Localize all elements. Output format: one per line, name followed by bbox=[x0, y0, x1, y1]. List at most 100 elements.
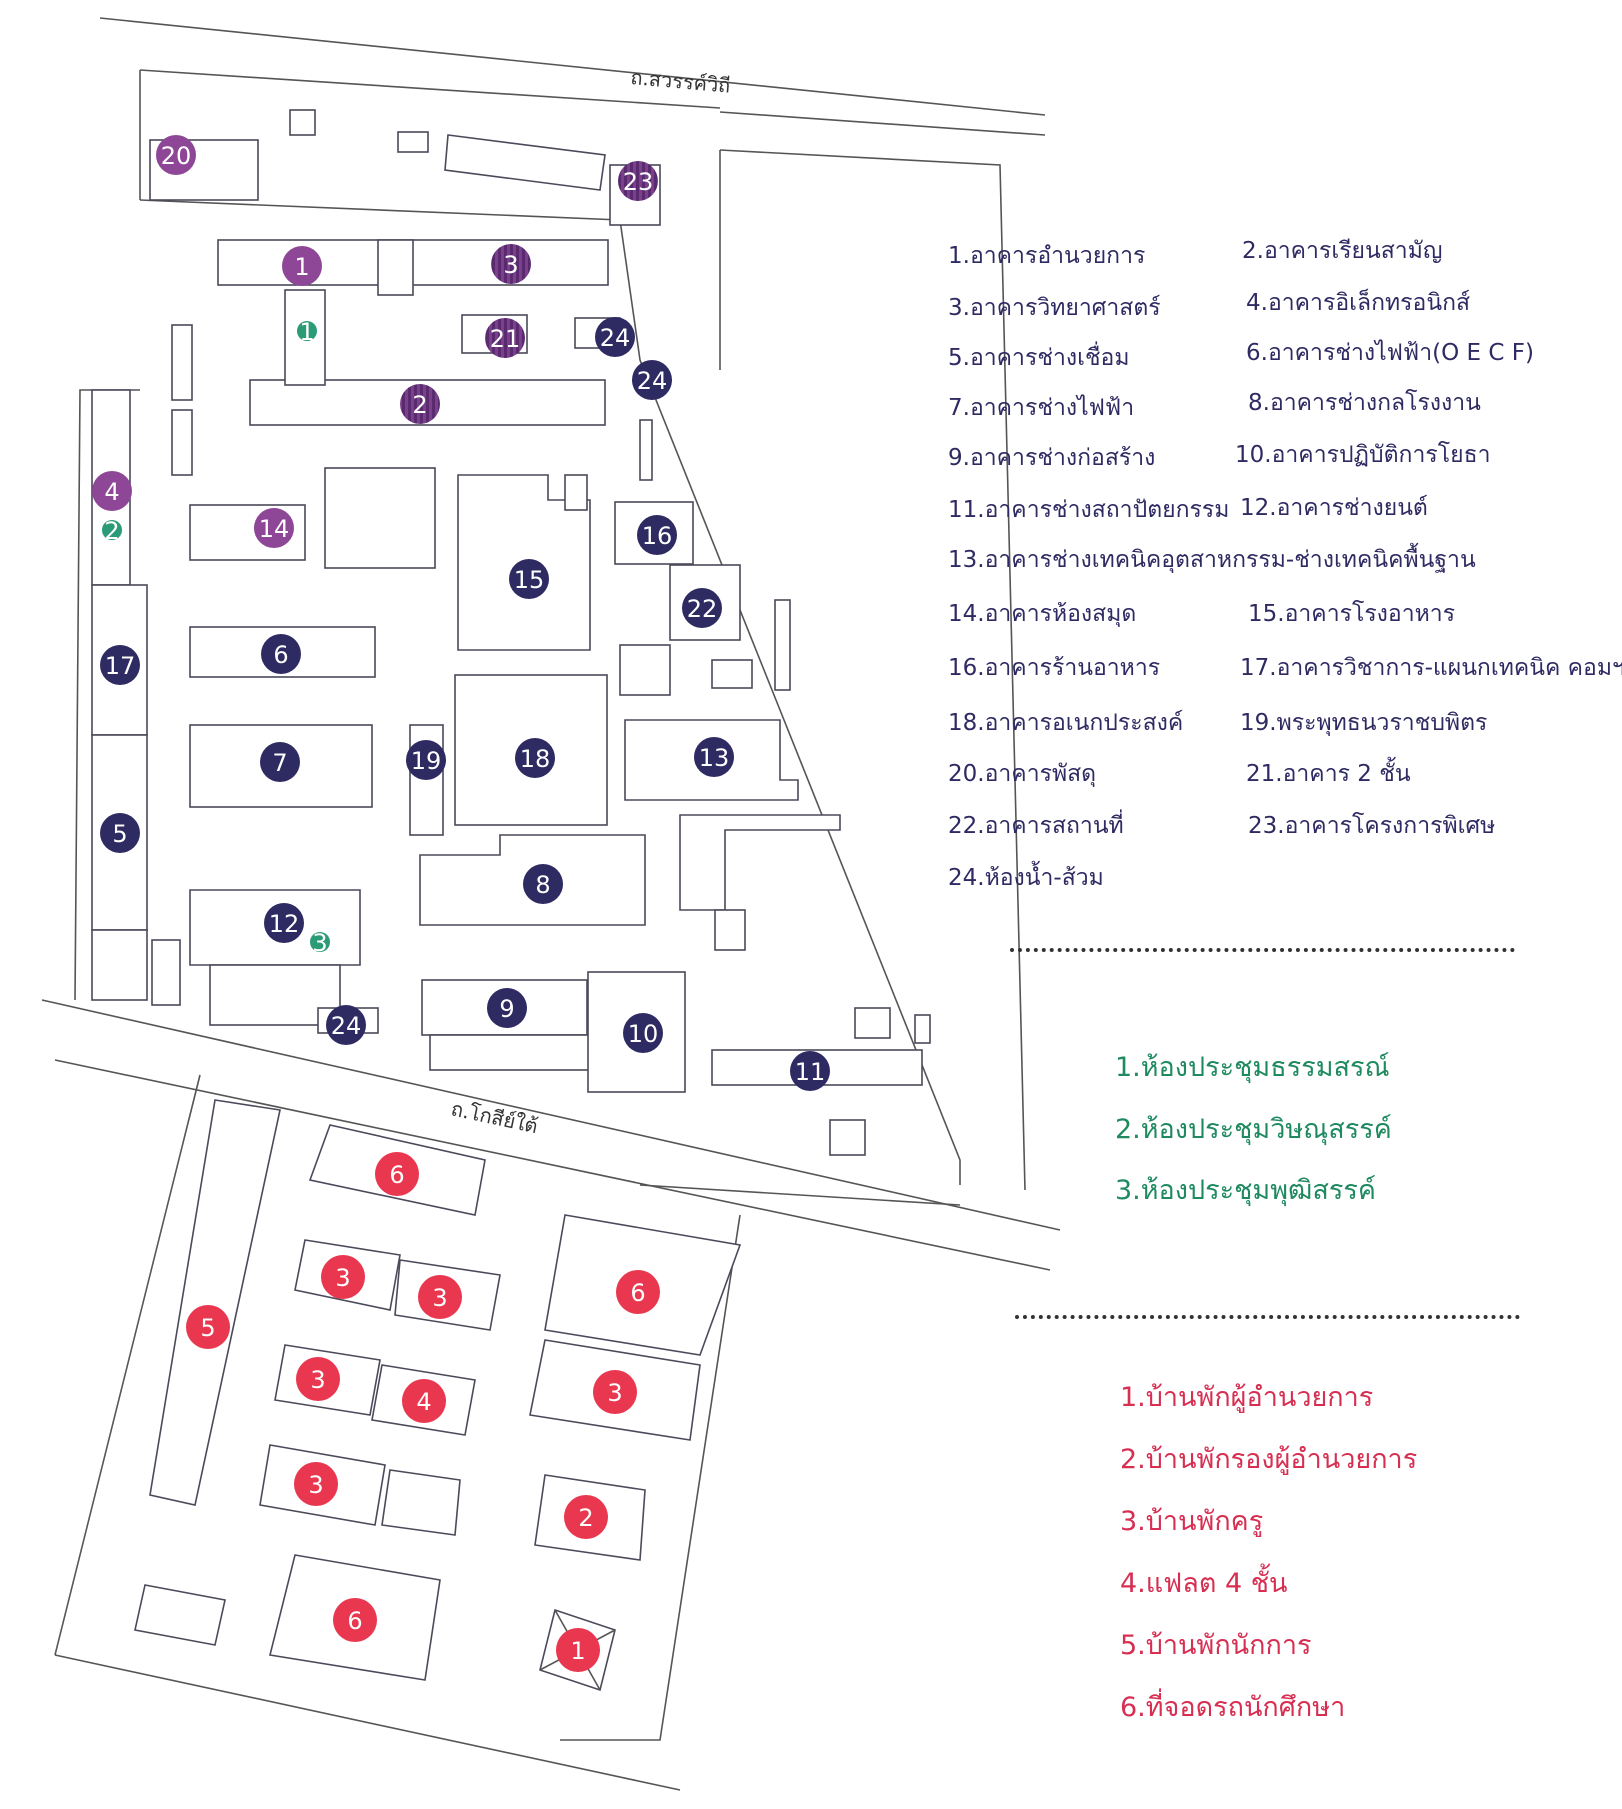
marker-circle bbox=[186, 1305, 230, 1349]
building-marker-24: 24 bbox=[632, 360, 672, 400]
marker-circle bbox=[375, 1152, 419, 1196]
marker-circle bbox=[261, 634, 301, 674]
marker-label: 1 bbox=[294, 253, 309, 281]
marker-circle bbox=[156, 135, 196, 175]
marker-label: 6 bbox=[389, 1161, 404, 1189]
building-legend-item: 20.อาคารพัสดุ bbox=[948, 761, 1097, 787]
building-legend-item: 6.อาคารช่างไฟฟ้า(O E C F) bbox=[1246, 340, 1534, 366]
legend-divider-2 bbox=[1015, 1315, 1520, 1319]
marker-circle bbox=[400, 384, 440, 424]
building-marker-17: 17 bbox=[100, 645, 140, 685]
building-marker-2: 2 bbox=[564, 1495, 608, 1539]
building-marker-23: 23 bbox=[618, 161, 658, 201]
building-legend-item: 16.อาคารร้านอาหาร bbox=[948, 655, 1161, 681]
marker-label: 3 bbox=[607, 1379, 622, 1407]
marker-circle bbox=[254, 508, 294, 548]
building-marker-3: 3 bbox=[310, 929, 330, 957]
building-marker-1: 1 bbox=[297, 318, 317, 346]
building-marker-18: 18 bbox=[515, 738, 555, 778]
marker-label: 23 bbox=[623, 168, 654, 196]
marker-circle bbox=[102, 520, 122, 540]
building-marker-5: 5 bbox=[186, 1305, 230, 1349]
building-marker-5: 5 bbox=[100, 813, 140, 853]
marker-label: 3 bbox=[335, 1264, 350, 1292]
building-legend-item: 4.อาคารอิเล็กทรอนิกส์ bbox=[1246, 290, 1471, 316]
residence-legend-item: 5.บ้านพักนักการ bbox=[1120, 1630, 1312, 1661]
marker-label: 12 bbox=[269, 910, 300, 938]
marker-circle bbox=[616, 1270, 660, 1314]
building-legend-item: 12.อาคารช่างยนต์ bbox=[1240, 495, 1428, 521]
building-marker-22: 22 bbox=[682, 588, 722, 628]
marker-label: 15 bbox=[514, 566, 545, 594]
marker-label: 2 bbox=[578, 1504, 593, 1532]
building-marker-11: 11 bbox=[790, 1051, 830, 1091]
marker-label: 24 bbox=[637, 367, 668, 395]
marker-label: 18 bbox=[520, 745, 551, 773]
marker-circle bbox=[623, 1013, 663, 1053]
marker-label: 3 bbox=[432, 1284, 447, 1312]
building-legend-item: 19.พระพุทธนวราชบพิตร bbox=[1240, 710, 1488, 736]
building-marker-7: 7 bbox=[260, 742, 300, 782]
building-legend-item: 1.อาคารอำนวยการ bbox=[948, 243, 1146, 269]
marker-label: 5 bbox=[200, 1314, 215, 1342]
marker-circle bbox=[632, 360, 672, 400]
marker-circle bbox=[260, 742, 300, 782]
marker-label: 22 bbox=[687, 595, 718, 623]
marker-label: 6 bbox=[630, 1279, 645, 1307]
marker-circle bbox=[556, 1628, 600, 1672]
building-marker-21: 21 bbox=[485, 318, 525, 358]
building-marker-16: 16 bbox=[637, 515, 677, 555]
building-marker-3: 3 bbox=[418, 1275, 462, 1319]
building-marker-1: 1 bbox=[282, 246, 322, 286]
marker-circle bbox=[100, 645, 140, 685]
building-marker-6: 6 bbox=[616, 1270, 660, 1314]
building-marker-6: 6 bbox=[261, 634, 301, 674]
marker-circle bbox=[282, 246, 322, 286]
building-marker-24: 24 bbox=[326, 1005, 366, 1045]
marker-label: 20 bbox=[161, 142, 192, 170]
building-legend-item: 23.อาคารโครงการพิเศษ bbox=[1248, 813, 1496, 839]
marker-label: 24 bbox=[331, 1012, 362, 1040]
building-legend-item: 24.ห้องน้ำ-ส้วม bbox=[948, 865, 1104, 891]
building-marker-3: 3 bbox=[296, 1357, 340, 1401]
marker-label: 16 bbox=[642, 522, 673, 550]
marker-label: 24 bbox=[600, 324, 631, 352]
marker-label: 14 bbox=[259, 515, 290, 543]
marker-circle bbox=[694, 737, 734, 777]
marker-circle bbox=[523, 864, 563, 904]
marker-label: 7 bbox=[272, 749, 287, 777]
marker-circle bbox=[418, 1275, 462, 1319]
marker-circle bbox=[321, 1255, 365, 1299]
building-marker-2: 2 bbox=[400, 384, 440, 424]
marker-circle bbox=[310, 932, 330, 952]
marker-circle bbox=[491, 244, 531, 284]
building-legend-item: 11.อาคารช่างสถาปัตยกรรม bbox=[948, 497, 1230, 523]
building-marker-12: 12 bbox=[264, 903, 304, 943]
building-legend-item: 13.อาคารช่างเทคนิคอุตสาหกรรม-ช่างเทคนิคพ… bbox=[948, 547, 1476, 573]
marker-circle bbox=[296, 1357, 340, 1401]
marker-circle bbox=[92, 471, 132, 511]
meeting-room-legend-item: 3.ห้องประชุมพุฒิสรรค์ bbox=[1115, 1175, 1376, 1206]
marker-circle bbox=[682, 588, 722, 628]
building-marker-14: 14 bbox=[254, 508, 294, 548]
building-legend-item: 8.อาคารช่างกลโรงงาน bbox=[1248, 390, 1481, 416]
building-legend-item: 3.อาคารวิทยาศาสตร์ bbox=[948, 295, 1161, 321]
building-legend-item: 9.อาคารช่างก่อสร้าง bbox=[948, 445, 1156, 471]
building-legend-item: 10.อาคารปฏิบัติการโยธา bbox=[1235, 442, 1491, 468]
building-marker-3: 3 bbox=[294, 1462, 338, 1506]
marker-circle bbox=[297, 321, 317, 341]
residence-legend-item: 6.ที่จอดรถนักศึกษา bbox=[1120, 1692, 1346, 1723]
marker-label: 6 bbox=[347, 1607, 362, 1635]
marker-circle bbox=[595, 317, 635, 357]
residence-legend-item: 4.แฟลต 4 ชั้น bbox=[1120, 1568, 1288, 1599]
marker-circle bbox=[618, 161, 658, 201]
marker-label: 2 bbox=[104, 517, 119, 545]
marker-label: 8 bbox=[535, 871, 550, 899]
marker-circle bbox=[593, 1370, 637, 1414]
building-marker-3: 3 bbox=[593, 1370, 637, 1414]
building-marker-9: 9 bbox=[487, 988, 527, 1028]
marker-label: 3 bbox=[503, 251, 518, 279]
building-legend-item: 14.อาคารห้องสมุด bbox=[948, 601, 1137, 627]
